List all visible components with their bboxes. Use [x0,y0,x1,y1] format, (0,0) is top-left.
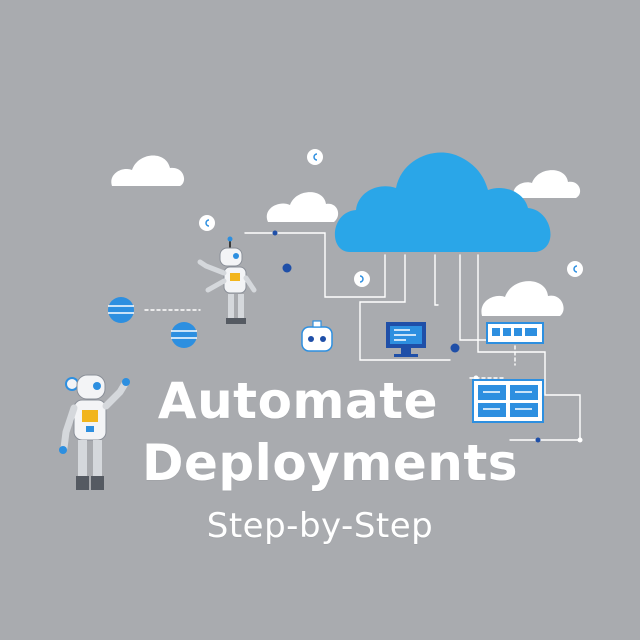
connection-lines [144,232,581,441]
monitor-icon [386,322,426,357]
network-node-icon [272,230,583,443]
headline-line-1: Automate [157,372,439,430]
robot-icon [59,374,130,490]
headline-line-2: Deployments [141,434,519,492]
subtitle: Step-by-Step [206,506,434,546]
dashboard-panel-icon [472,379,544,423]
chatbot-icon [301,320,333,352]
cloud-icon [111,155,581,316]
main-cloud-icon [334,152,551,252]
badge-icon [199,149,583,287]
robot-icon [197,236,257,324]
dashboard-icon [486,322,544,344]
database-icon [108,297,197,348]
